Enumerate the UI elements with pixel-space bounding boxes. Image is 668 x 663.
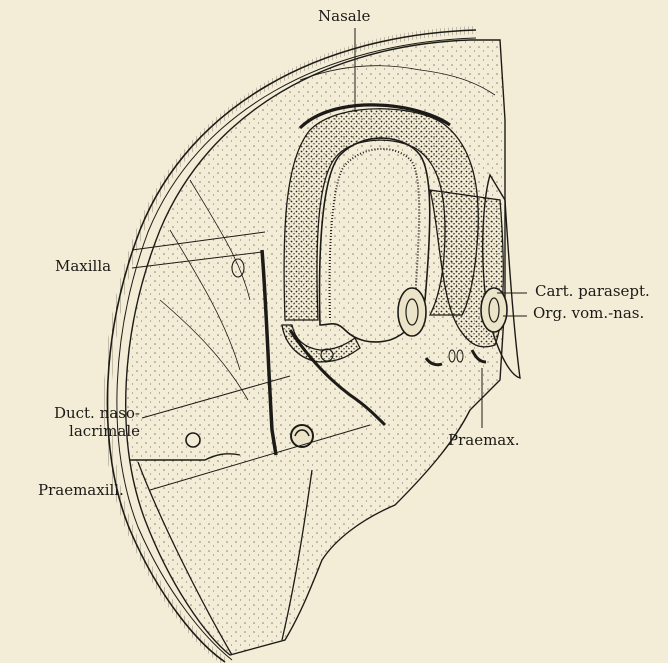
label-nasale: Nasale	[318, 8, 370, 25]
left-duct	[186, 433, 200, 447]
naso-duct	[291, 425, 313, 447]
label-maxilla: Maxilla	[55, 258, 111, 275]
label-org-vom-nas: Org. vom.-nas.	[533, 305, 644, 322]
label-cart-parasept: Cart. parasept.	[535, 283, 650, 300]
label-praemax: Praemax.	[448, 432, 519, 449]
label-duct-naso-line2: lacrimale	[10, 423, 140, 440]
label-duct-naso-line1: Duct. naso-	[10, 405, 140, 422]
label-praemaxill: Praemaxill.	[38, 482, 124, 499]
vomeronasal-organ-right	[481, 288, 507, 332]
vomeronasal-organ-left	[398, 288, 426, 336]
